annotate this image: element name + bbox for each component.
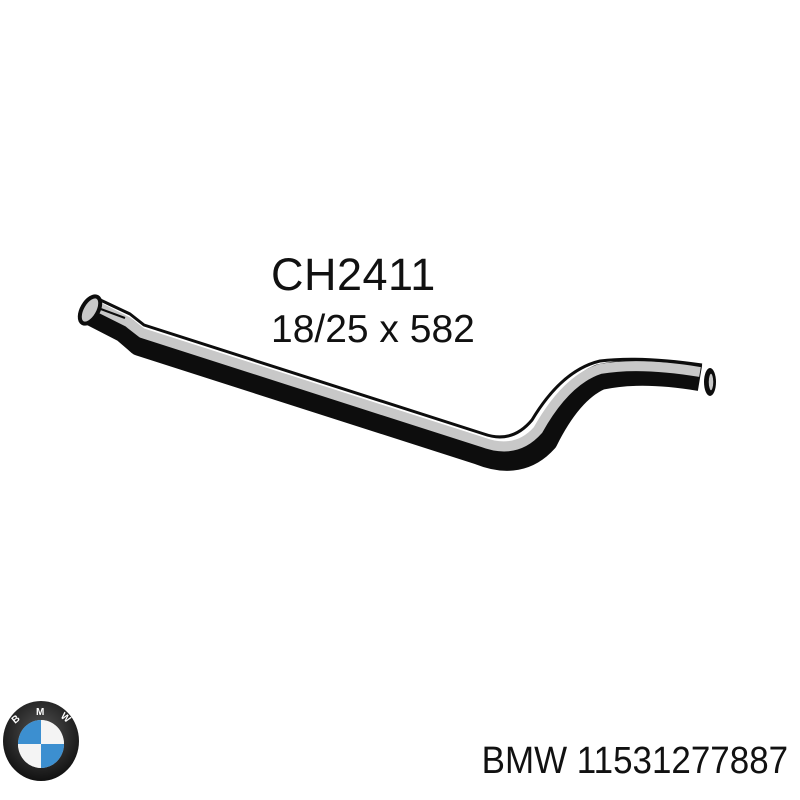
part-dimensions: 18/25 x 582 (271, 308, 475, 351)
svg-text:M: M (36, 707, 44, 718)
part-code: CH2411 (271, 249, 436, 300)
hose-left-end (77, 294, 103, 326)
bmw-logo-icon: B M W (3, 701, 79, 781)
oem-number-label: BMW 11531277887 (481, 740, 788, 782)
